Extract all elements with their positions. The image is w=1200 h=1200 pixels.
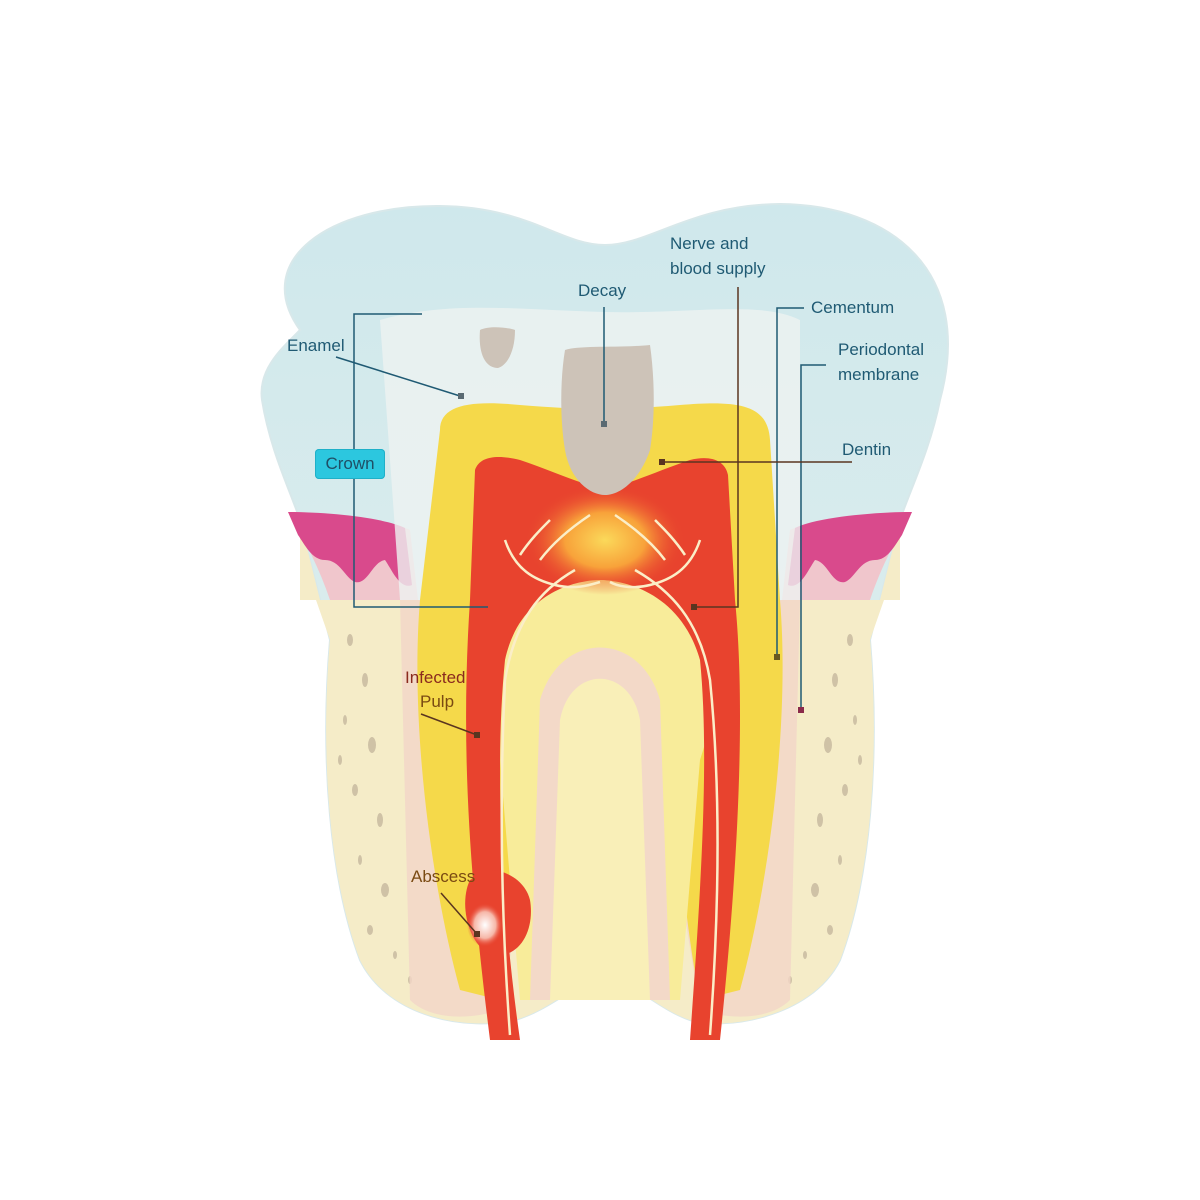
nerve-fibers bbox=[500, 513, 719, 1036]
decay-cavity bbox=[479, 327, 654, 495]
label-periodontal-line1: Periodontal bbox=[838, 340, 925, 359]
gum-right bbox=[782, 512, 912, 600]
label-infected-line1: Infected bbox=[405, 668, 466, 687]
label-enamel: Enamel bbox=[287, 336, 345, 355]
label-cementum: Cementum bbox=[811, 298, 895, 317]
label-decay: Decay bbox=[578, 281, 627, 300]
label-infected-line2: Pulp bbox=[420, 692, 455, 711]
label-nerve-line2: blood supply bbox=[670, 259, 766, 278]
label-periodontal-line2: membrane bbox=[838, 365, 920, 384]
gum-left bbox=[288, 512, 418, 600]
label-dentin: Dentin bbox=[842, 440, 892, 459]
leader-lines bbox=[335, 287, 852, 937]
label-crown-badge: Crown bbox=[315, 449, 385, 479]
bone-texture bbox=[338, 634, 862, 984]
label-abscess: Abscess bbox=[411, 867, 476, 886]
label-nerve-line1: Nerve and bbox=[670, 234, 749, 253]
